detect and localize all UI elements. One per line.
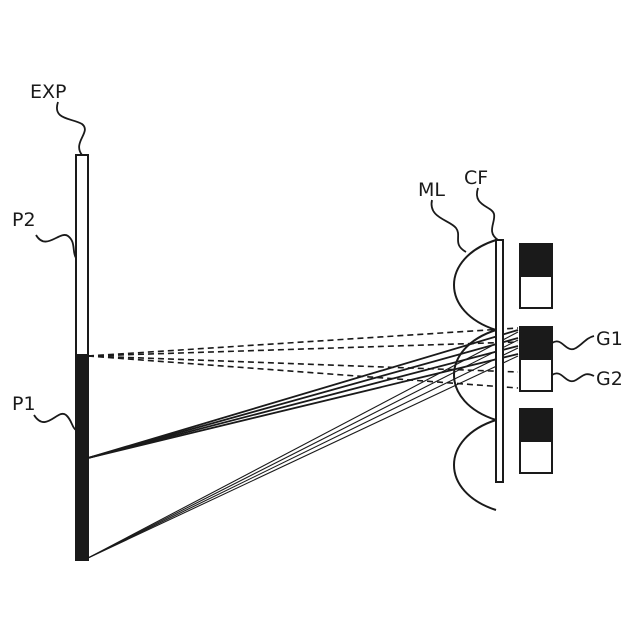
leader-p1: [34, 414, 76, 430]
color-filter: [496, 240, 503, 482]
pixel-g2: [520, 359, 552, 391]
pixel-bottom-lower: [520, 441, 552, 473]
pixel-top-upper: [520, 244, 552, 276]
label-g2: G2: [596, 368, 623, 390]
label-g1: G1: [596, 328, 623, 350]
leader-ml: [432, 200, 466, 252]
solid-rays-bottom: [88, 332, 518, 558]
microlens-array: [454, 240, 496, 510]
pixel-g1: [520, 327, 552, 359]
label-p1: P1: [12, 393, 36, 415]
pupil-region-p2: [76, 155, 88, 355]
pixel-top-lower: [520, 276, 552, 308]
pixel-bottom: [520, 409, 552, 473]
thin-ray: [88, 332, 518, 558]
thin-ray: [88, 356, 518, 558]
leader-p2: [36, 235, 76, 258]
label-ml: ML: [418, 179, 445, 201]
leader-g1: [552, 336, 594, 349]
solid-ray: [88, 346, 518, 458]
leader-g2: [552, 373, 594, 381]
leader-lines: [34, 102, 594, 430]
leader-cf: [477, 188, 498, 240]
pixel-top: [520, 244, 552, 308]
dashed-ray: [88, 328, 518, 356]
label-exp: EXP: [30, 81, 66, 103]
pixel-bottom-upper: [520, 409, 552, 441]
label-p2: P2: [12, 209, 36, 231]
solid-ray: [88, 338, 518, 458]
pupil-region-p1: [76, 355, 88, 560]
leader-exp: [57, 102, 85, 155]
label-cf: CF: [464, 167, 488, 189]
pixel-middle: [520, 327, 552, 391]
exit-pupil: [76, 155, 88, 560]
